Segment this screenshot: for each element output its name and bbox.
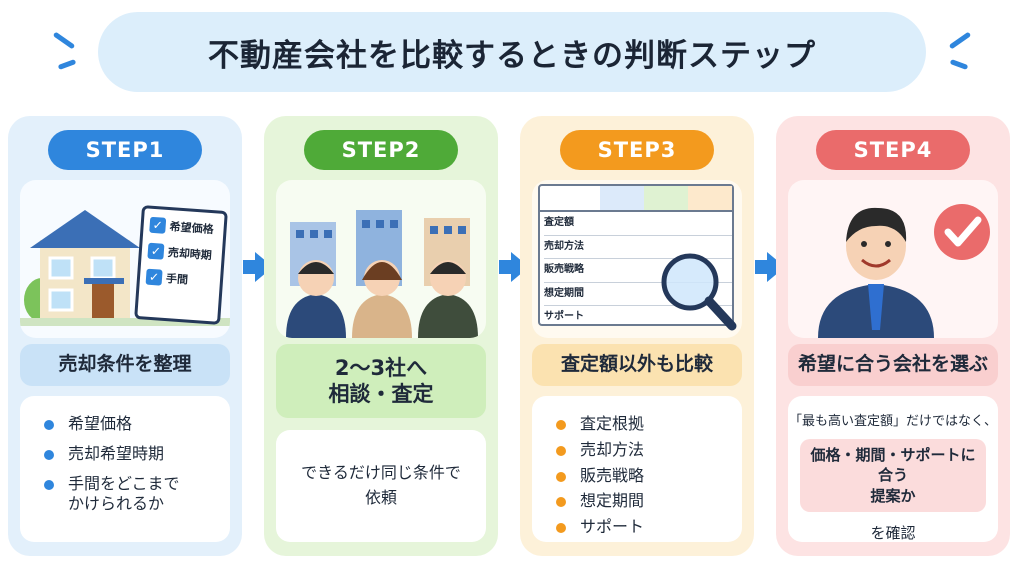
step2-heading: 2〜3社へ 相談・査定 (276, 344, 486, 418)
step4-heading: 希望に合う会社を選ぶ (788, 344, 998, 386)
step1-heading: 売却条件を整理 (20, 344, 230, 386)
title-banner: 不動産会社を比較するときの判断ステップ (98, 12, 926, 92)
step1-panel: 希望価格 売却希望時期 手間をどこまで かけられるか (20, 396, 230, 542)
table-row: 想定期間 (544, 283, 732, 306)
magnifier-icon (661, 253, 737, 331)
step4-panel: 「最も高い査定額」だけではなく、 価格・期間・サポートに合う 提案か を確認 (788, 396, 998, 542)
step2-heading-line2: 相談・査定 (328, 382, 434, 406)
list-item: 希望価格 (42, 414, 230, 435)
table-row: 査定額 (544, 212, 732, 236)
person-icon (286, 260, 478, 338)
check-icon (934, 204, 990, 260)
step1-illustration: ✓希望価格 ✓売却時期 ✓手間 (20, 180, 230, 338)
page-title: 不動産会社を比較するときの判断ステップ (208, 37, 816, 74)
step3-heading: 査定額以外も比較 (532, 344, 742, 386)
step4-highlight: 価格・期間・サポートに合う 提案か (800, 439, 986, 512)
list-item: 想定期間 (554, 491, 742, 512)
sparkle-icon (948, 31, 972, 50)
list-item: 売却方法 (554, 440, 742, 461)
step4-badge: STEP4 (816, 130, 970, 170)
step3-column: STEP3 査定額 売却方法 販売戦略 想定期間 サポート 査定 (520, 116, 754, 556)
step2-text-line2: 依頼 (364, 488, 397, 507)
step2-column: STEP2 2〜3社へ 相 (264, 116, 498, 556)
step2-illustration (276, 180, 486, 338)
step4-column: STEP4 希望に合う会社を選ぶ 「最も高い査定額」だけではなく、 価格・期間・… (776, 116, 1010, 556)
step3-badge: STEP3 (560, 130, 714, 170)
list-item: サポート (554, 517, 742, 538)
step2-text-line1: できるだけ同じ条件で (301, 463, 461, 483)
check-icon: ✓ (149, 216, 167, 234)
checklist-item: 手間 (165, 272, 189, 287)
check-icon: ✓ (147, 242, 165, 260)
step1-column: STEP1 ✓希望価格 ✓売却時期 ✓手間 売却条件を整理 希望価 (8, 116, 242, 556)
list-item: 販売戦略 (554, 466, 742, 487)
sparkle-icon (52, 31, 76, 50)
step4-note: 「最も高い査定額」だけではなく、 (788, 414, 997, 429)
step2-panel: できるだけ同じ条件で 依頼 (276, 430, 486, 542)
checklist-item: 希望価格 (169, 220, 214, 237)
step3-illustration: 査定額 売却方法 販売戦略 想定期間 サポート (532, 180, 742, 338)
sparkle-icon (57, 59, 77, 70)
step4-highlight-line2: 提案か (870, 486, 916, 505)
check-icon: ✓ (145, 268, 163, 286)
table-row: 販売戦略 (544, 259, 732, 283)
list-item: 手間をどこまで かけられるか (42, 474, 230, 516)
checklist-item: 売却時期 (167, 246, 213, 263)
step1-badge: STEP1 (48, 130, 202, 170)
step4-confirm: を確認 (870, 523, 916, 542)
house-icon (20, 210, 230, 326)
list-item: 売却希望時期 (42, 444, 230, 465)
step3-panel: 査定根拠 売却方法 販売戦略 想定期間 サポート (532, 396, 742, 542)
table-row: 売却方法 (544, 236, 732, 259)
step4-highlight-line1: 価格・期間・サポートに合う (810, 446, 976, 485)
step2-badge: STEP2 (304, 130, 458, 170)
step2-heading-line1: 2〜3社へ (334, 355, 428, 380)
table-row: サポート (544, 311, 584, 322)
step4-illustration (788, 180, 998, 338)
businessman-icon (818, 207, 934, 338)
checklist-icon: ✓希望価格 ✓売却時期 ✓手間 (134, 205, 228, 325)
sparkle-icon (949, 59, 969, 70)
list-item: 査定根拠 (554, 414, 742, 435)
